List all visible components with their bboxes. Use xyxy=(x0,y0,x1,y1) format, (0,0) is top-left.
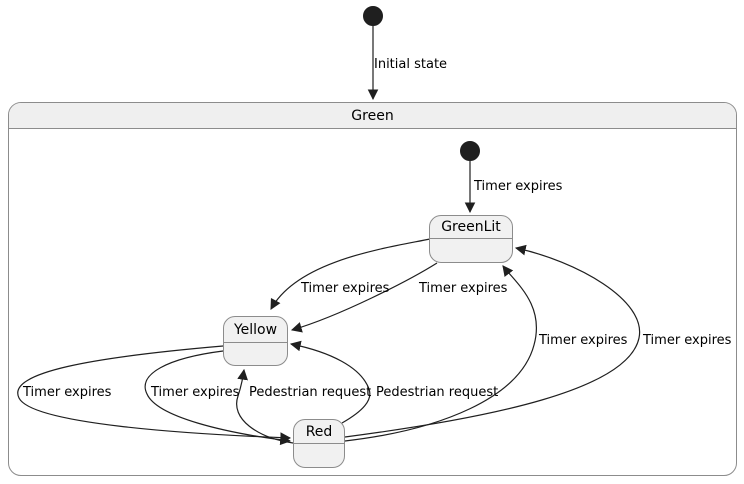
inner-initial-state-dot xyxy=(460,141,480,161)
transition-label: Pedestrian request xyxy=(376,385,499,400)
edge-red-to-greenlit-1 xyxy=(344,265,537,442)
edge-greenlit-to-yellow-2 xyxy=(290,262,438,333)
edge-red-to-greenlit-2 xyxy=(344,244,641,438)
edge-greenlit-to-yellow-1 xyxy=(270,238,431,310)
edge-yellow-to-red-1 xyxy=(17,345,292,444)
initial-state-dot xyxy=(363,6,383,26)
transition-label: Timer expires xyxy=(419,281,508,296)
state-green: Green xyxy=(8,102,737,476)
transition-label: Timer expires xyxy=(301,281,390,296)
transition-label: Timer expires xyxy=(539,333,628,348)
edge-red-to-yellow-1 xyxy=(236,368,294,444)
edge-red-to-yellow-2 xyxy=(289,340,371,424)
transition-label: Timer expires xyxy=(643,333,732,348)
state-yellow-title: Yellow xyxy=(224,317,287,343)
state-red: Red xyxy=(293,419,345,468)
state-green-title: Green xyxy=(9,103,736,129)
state-greenlit-title: GreenLit xyxy=(430,216,512,239)
state-greenlit: GreenLit xyxy=(429,215,513,263)
state-red-title: Red xyxy=(294,420,344,444)
state-yellow: Yellow xyxy=(223,316,288,366)
transition-label: Timer expires xyxy=(23,385,112,400)
transition-label: Timer expires xyxy=(474,179,563,194)
transition-label: Initial state xyxy=(374,57,448,72)
transition-label: Timer expires xyxy=(151,385,240,400)
transition-label: Pedestrian request xyxy=(249,385,372,400)
edge-yellow-to-red-2 xyxy=(144,350,292,446)
